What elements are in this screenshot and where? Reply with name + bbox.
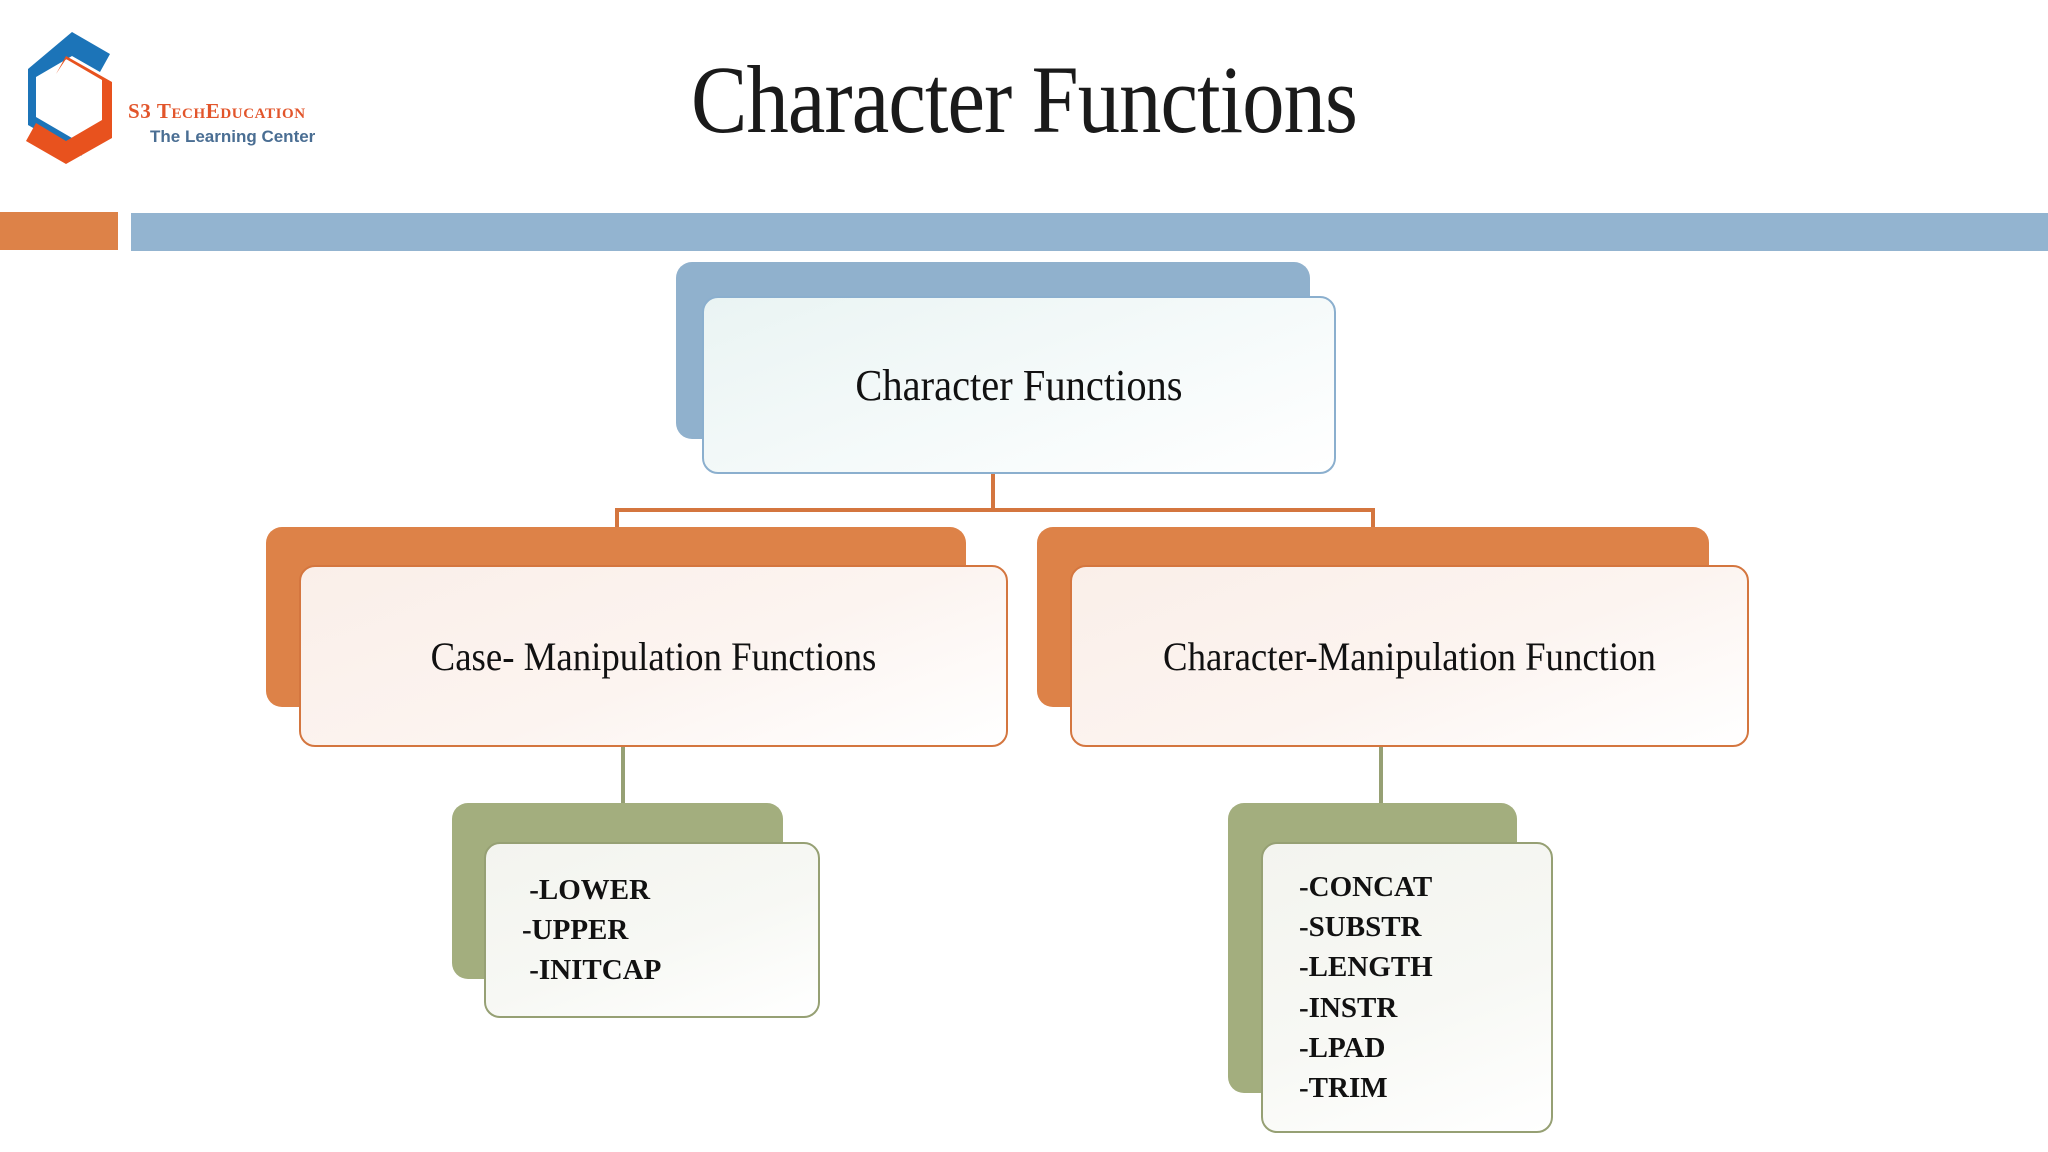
connector-root-vertical — [991, 470, 995, 512]
connector-left-leaf — [621, 700, 625, 810]
node-leaf-case-functions[interactable]: -LOWER -UPPER -INITCAP — [452, 803, 820, 1018]
node-root-label: Character Functions — [855, 360, 1183, 410]
divider-bar-orange — [0, 212, 118, 250]
s3-hexagon-logo-icon — [10, 20, 128, 172]
logo-subtitle: The Learning Center — [150, 127, 316, 147]
connector-horizontal-split — [615, 508, 1375, 512]
node-leaf-case-functions-card[interactable]: -LOWER -UPPER -INITCAP — [484, 842, 820, 1018]
node-branch-character-manipulation[interactable]: Character-Manipulation Function — [1037, 527, 1749, 747]
divider-bar-blue — [131, 213, 2048, 251]
connector-right-leaf — [1379, 700, 1383, 810]
logo-text-block: S3 TechEducation The Learning Center — [128, 99, 368, 147]
node-root-card[interactable]: Character Functions — [702, 296, 1336, 474]
logo-title: S3 TechEducation — [128, 99, 306, 123]
node-leaf-case-functions-list: -LOWER -UPPER -INITCAP — [522, 873, 662, 986]
node-branch-case-manipulation-card[interactable]: Case- Manipulation Functions — [299, 565, 1008, 747]
node-leaf-character-functions-card[interactable]: -CONCAT -SUBSTR -LENGTH -INSTR -LPAD -TR… — [1261, 842, 1553, 1133]
page-title: Character Functions — [691, 46, 1358, 153]
node-leaf-character-functions[interactable]: -CONCAT -SUBSTR -LENGTH -INSTR -LPAD -TR… — [1228, 803, 1553, 1133]
node-branch-case-manipulation[interactable]: Case- Manipulation Functions — [266, 527, 1008, 747]
node-branch-case-manipulation-label: Case- Manipulation Functions — [430, 633, 877, 679]
node-branch-character-manipulation-label: Character-Manipulation Function — [1163, 633, 1656, 679]
node-root[interactable]: Character Functions — [676, 262, 1336, 474]
node-leaf-character-functions-list: -CONCAT -SUBSTR -LENGTH -INSTR -LPAD -TR… — [1299, 871, 1433, 1104]
node-branch-character-manipulation-card[interactable]: Character-Manipulation Function — [1070, 565, 1749, 747]
brand-logo: S3 TechEducation The Learning Center — [8, 16, 368, 176]
